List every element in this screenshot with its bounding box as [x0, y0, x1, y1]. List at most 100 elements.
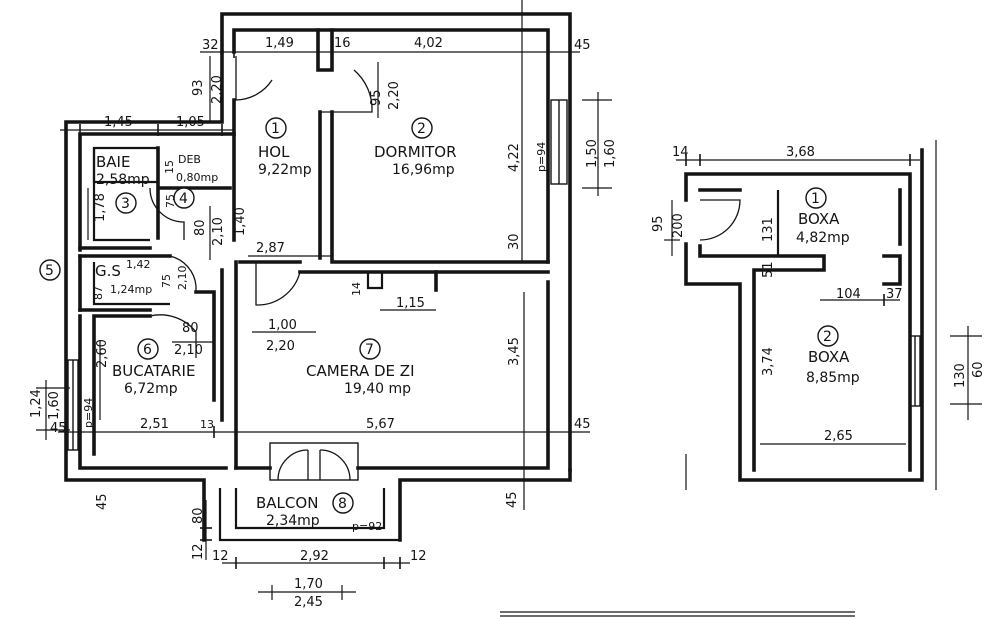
room-area: 1,24mp — [110, 283, 152, 296]
room-area: 2,58mp — [96, 172, 150, 188]
annex-dimension-texts: 14 3,68 95 200 131 51 104 37 3,74 130 60… — [651, 145, 986, 444]
dimension-label: 2,60 — [95, 339, 110, 368]
window-dormitor — [550, 99, 568, 185]
dimension-label: 12 — [191, 543, 206, 560]
room-name: DORMITOR — [374, 143, 457, 161]
dimension-label: 15 — [163, 160, 176, 174]
room-number-markers — [39, 117, 433, 514]
dimension-label: 2,65 — [824, 429, 853, 444]
dimension-label: p=92 — [352, 520, 382, 533]
dimension-label: 14 — [350, 282, 363, 296]
dimension-label: 2,92 — [300, 549, 329, 564]
dimension-label: 2,20 — [210, 75, 225, 104]
dimension-label: 13 — [200, 418, 214, 431]
room-area: 19,40 mp — [344, 381, 411, 397]
dimension-label: 3,68 — [786, 145, 815, 160]
room-area: 8,85mp — [806, 370, 860, 386]
dimension-label: 80 — [182, 321, 199, 336]
dimension-label: 1,45 — [104, 115, 133, 130]
dimension-label: 30 — [507, 233, 522, 250]
dimension-label: 45 — [574, 417, 591, 432]
dimension-label: 1,00 — [268, 318, 297, 333]
dimension-label: 45 — [574, 38, 591, 53]
dimension-label: 45 — [95, 493, 110, 510]
room-number: 2 — [823, 329, 832, 345]
dimension-label: 5,67 — [366, 417, 395, 432]
room-name: BOXA — [808, 348, 850, 366]
dimension-label: 200 — [671, 213, 686, 238]
dimension-label: 2,45 — [294, 595, 323, 610]
annex-dimension-lines — [664, 140, 982, 490]
room-number: 3 — [121, 196, 130, 212]
dimension-label: 1,60 — [603, 139, 618, 168]
room-name: HOL — [258, 143, 290, 161]
room-number: 1 — [811, 191, 820, 207]
dimension-label: 45 — [50, 421, 67, 436]
room-area: 4,82mp — [796, 230, 850, 246]
dimension-texts: 32 1,49 16 4,02 45 93 2,20 95 2,20 1,45 … — [29, 36, 618, 610]
door-swings — [149, 56, 373, 358]
dimension-label: 12 — [410, 549, 427, 564]
room-number: 6 — [143, 342, 152, 358]
dimension-label: p=94 — [82, 398, 95, 428]
dimension-label: 4,22 — [507, 143, 522, 172]
dimension-label: 60 — [971, 361, 986, 378]
dimension-label: 1,50 — [585, 139, 600, 168]
dimension-label: 131 — [761, 217, 776, 242]
room-area: 2,34mp — [266, 513, 320, 529]
room-number: 1 — [271, 121, 280, 137]
dimension-lines — [36, 0, 855, 617]
room-number: 4 — [179, 191, 188, 207]
dimension-label: 2,20 — [266, 339, 295, 354]
dimension-label: 37 — [886, 287, 903, 302]
room-number: 8 — [338, 496, 347, 512]
dimension-label: 1,15 — [396, 296, 425, 311]
dimension-label: 14 — [672, 145, 689, 160]
dimension-label: 2,10 — [211, 217, 226, 246]
dimension-label: 2,10 — [176, 266, 189, 291]
room-name: BAIE — [96, 153, 130, 171]
room-name: CAMERA DE ZI — [306, 362, 415, 380]
annex-door — [699, 199, 741, 241]
room-number: 2 — [417, 121, 426, 137]
room-name: BALCON — [256, 494, 318, 512]
dimension-label: 32 — [202, 38, 219, 53]
room-name: BOXA — [798, 210, 840, 228]
dimension-label: 75 — [164, 194, 177, 208]
dimension-label: 51 — [761, 261, 776, 278]
balcony-door — [269, 442, 359, 481]
room-name: DEB — [178, 153, 201, 166]
dimension-label: 16 — [334, 36, 351, 51]
dimension-label: 95 — [369, 89, 384, 106]
dimension-label: 2,20 — [387, 81, 402, 110]
room-area: 0,80mp — [176, 171, 218, 184]
dimension-label: 80 — [193, 219, 208, 236]
room-area: 9,22mp — [258, 162, 312, 178]
dimension-label: 3,74 — [761, 347, 776, 376]
annex-room-labels: 1 BOXA 4,82mp 2 BOXA 8,85mp — [796, 187, 860, 386]
dimension-label: 1,70 — [294, 577, 323, 592]
dimension-label: 2,87 — [256, 241, 285, 256]
window-kitchen — [67, 359, 79, 451]
dimension-label: 1,40 — [233, 207, 248, 236]
dimension-label: 1,42 — [126, 258, 151, 271]
dimension-label: p=94 — [535, 142, 548, 172]
dimension-label: 80 — [191, 507, 206, 524]
dimension-label: 93 — [191, 79, 206, 96]
dimension-label: 2,51 — [140, 417, 169, 432]
annex-walls — [684, 148, 924, 482]
room-labels: 1 HOL 9,22mp 2 DORMITOR 16,96mp 3 BAIE 2… — [45, 121, 457, 529]
dimension-label: 1,24 — [29, 389, 44, 418]
room-number: 5 — [45, 263, 54, 279]
dimension-label: 1,78 — [93, 193, 108, 222]
dimension-label: 12 — [212, 549, 229, 564]
dimension-label: 1,49 — [265, 36, 294, 51]
dimension-ticks — [79, 46, 571, 569]
dimension-label: 130 — [953, 363, 968, 388]
dimension-label: 4,02 — [414, 36, 443, 51]
room-name: BUCATARIE — [112, 362, 195, 380]
dimension-label: 45 — [505, 491, 520, 508]
apartment-walls — [64, 12, 572, 542]
dimension-label: 1,05 — [176, 115, 205, 130]
